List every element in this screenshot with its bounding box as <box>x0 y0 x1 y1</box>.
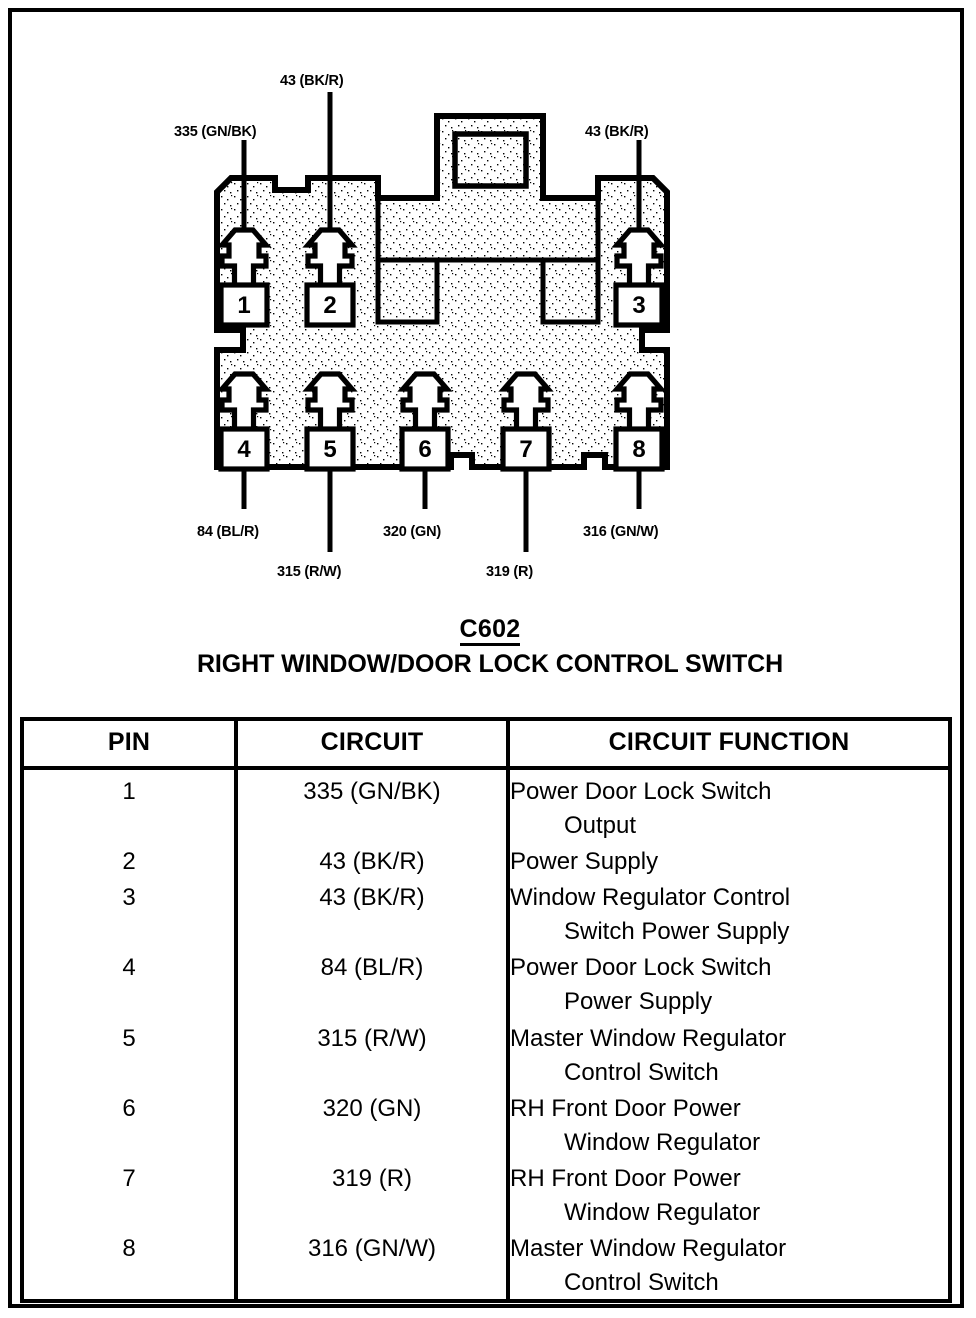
cell-pin: 5 <box>24 1019 238 1090</box>
pin-number-1: 1 <box>237 292 250 319</box>
pin-table-head: PIN CIRCUIT CIRCUIT FUNCTION <box>24 721 948 770</box>
terminal-pin-3: 3 <box>616 230 662 325</box>
terminal-pin-1: 1 <box>221 230 267 325</box>
terminal-pin-2: 2 <box>307 230 353 325</box>
cell-pin: 3 <box>24 879 238 950</box>
function-line-2: Output <box>564 812 637 840</box>
connector-center-detail-left <box>375 198 440 325</box>
connector-id: C602 <box>459 616 521 647</box>
pin-number-2: 2 <box>323 292 336 319</box>
wire-label-pin3: 43 (BK/R) <box>585 124 649 140</box>
pin-number-4: 4 <box>237 436 251 463</box>
column-header-pin: PIN <box>24 721 238 770</box>
cell-circuit-function: Power Supply <box>508 843 948 879</box>
cell-circuit: 43 (BK/R) <box>236 843 510 880</box>
wire-label-pin8: 316 (GN/W) <box>583 524 659 540</box>
terminal-pin-4: 4 <box>221 374 267 469</box>
column-header-circuit-function: CIRCUIT FUNCTION <box>508 721 948 770</box>
connector-drawing: 1 2 3 4 5 6 <box>214 92 670 552</box>
table-filler-cell <box>508 1300 948 1302</box>
function-line-1: Power Door Lock Switch <box>510 954 772 982</box>
table-filler-row <box>24 1300 948 1303</box>
pin-table-header-row: PIN CIRCUIT CIRCUIT FUNCTION <box>24 721 948 770</box>
function-line-1: Master Window Regulator <box>510 1024 787 1052</box>
connector-id-row: C602 <box>12 616 968 647</box>
pin-number-6: 6 <box>418 436 431 463</box>
page-border: 335 (GN/BK) 43 (BK/R) 43 (BK/R) 84 (BL/R… <box>8 8 964 1308</box>
wire-label-pin1: 335 (GN/BK) <box>174 124 257 140</box>
cell-pin: 8 <box>24 1230 238 1301</box>
title-block: C602 RIGHT WINDOW/DOOR LOCK CONTROL SWIT… <box>12 616 968 678</box>
cell-circuit: 320 (GN) <box>236 1089 510 1160</box>
terminal-pin-8: 8 <box>616 374 662 469</box>
connector-name: RIGHT WINDOW/DOOR LOCK CONTROL SWITCH <box>196 650 784 679</box>
cell-pin: 1 <box>24 768 238 844</box>
function-line-2: Power Supply <box>564 988 713 1016</box>
cell-pin: 7 <box>24 1159 238 1231</box>
function-line-1: RH Front Door Power <box>510 1094 741 1122</box>
function-line-2: Switch Power Supply <box>564 918 790 946</box>
cell-circuit: 319 (R) <box>236 1159 510 1231</box>
function-line-2: Control Switch <box>564 1058 719 1086</box>
function-line-1: RH Front Door Power <box>510 1164 741 1192</box>
function-line-2: Control Switch <box>564 1269 719 1297</box>
cell-pin: 4 <box>24 949 238 1020</box>
cell-circuit: 43 (BK/R) <box>236 879 510 950</box>
cell-pin: 6 <box>24 1089 238 1160</box>
terminal-pin-6: 6 <box>402 374 448 469</box>
function-line-1: Window Regulator Control <box>510 884 791 912</box>
function-line-1: Power Door Lock Switch <box>510 778 772 805</box>
terminal-pin-7: 7 <box>503 374 549 469</box>
pin-number-8: 8 <box>632 436 645 463</box>
pin-number-7: 7 <box>519 436 532 463</box>
wire-label-pin2: 43 (BK/R) <box>280 73 344 89</box>
column-header-circuit: CIRCUIT <box>236 721 510 770</box>
cell-circuit: 316 (GN/W) <box>236 1230 510 1301</box>
table-filler-cell <box>236 1300 510 1303</box>
wire-label-pin6: 320 (GN) <box>383 524 442 540</box>
function-line-2: Window Regulator <box>564 1198 761 1226</box>
connector-center-detail-right <box>540 198 601 325</box>
wire-label-pin7: 319 (R) <box>486 564 533 580</box>
cell-circuit: 84 (BL/R) <box>236 949 510 1020</box>
function-line-1: Master Window Regulator <box>510 1235 787 1263</box>
cell-circuit: 315 (R/W) <box>236 1019 510 1090</box>
connector-keyway-window <box>452 131 529 189</box>
pin-number-3: 3 <box>632 292 645 319</box>
terminal-pin-5: 5 <box>307 374 353 469</box>
function-line-2: Window Regulator <box>564 1128 761 1156</box>
cell-pin: 2 <box>24 843 238 880</box>
pin-number-5: 5 <box>323 436 336 463</box>
wire-label-pin4: 84 (BL/R) <box>197 524 259 540</box>
table-filler-cell <box>24 1300 238 1303</box>
connector-diagram: 335 (GN/BK) 43 (BK/R) 43 (BK/R) 84 (BL/R… <box>12 12 968 612</box>
wire-label-pin5: 315 (R/W) <box>277 564 342 580</box>
function-line-1: Power Supply <box>510 848 659 876</box>
cell-circuit: 335 (GN/BK) <box>236 768 510 844</box>
